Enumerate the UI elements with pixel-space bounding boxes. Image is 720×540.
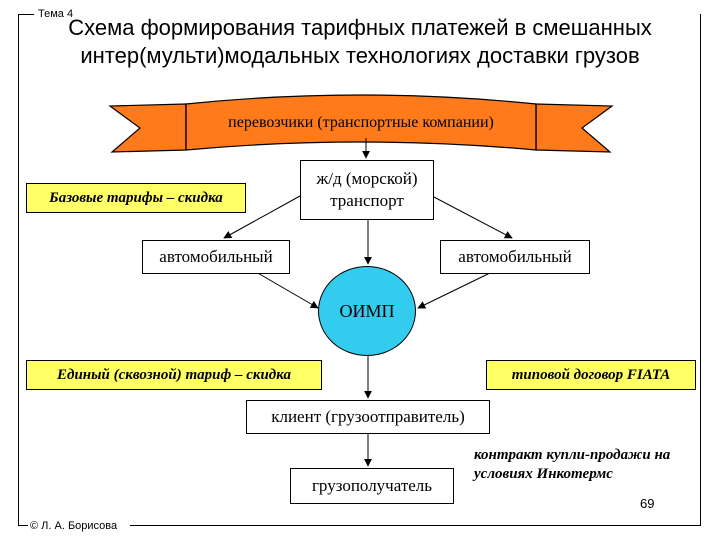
- oimp-circle: ОИМП: [318, 266, 416, 356]
- frame-top-left: [18, 14, 34, 15]
- frame-bottom-left: [18, 525, 28, 526]
- client-box: клиент (грузоотправитель): [246, 400, 490, 434]
- arrow-rail-to-auto-left: [223, 195, 301, 239]
- arrow-auto-right-to-oimp: [417, 271, 493, 309]
- contract-note: контракт купли-продажи на условиях Инкот…: [474, 447, 671, 482]
- page-title: Схема формирования тарифных платежей в с…: [68, 15, 652, 68]
- base-tariffs-box: Базовые тарифы – скидка: [26, 183, 246, 213]
- author-credit: © Л. А. Борисова: [30, 520, 118, 532]
- frame-left: [18, 14, 19, 526]
- single-tariff-box: Единый (сквозной) тариф – скидка: [26, 360, 322, 390]
- arrow-auto-left-to-oimp: [255, 271, 319, 309]
- auto-right-box: автомобильный: [440, 240, 590, 274]
- arrow-rail-to-auto-right: [431, 195, 513, 239]
- rail-sea-transport-box: ж/д (морской) транспорт: [300, 160, 434, 220]
- frame-bottom: [130, 525, 700, 526]
- carriers-banner: перевозчики (транспортные компании): [228, 114, 494, 131]
- frame-right: [700, 14, 701, 526]
- auto-left-box: автомобильный: [142, 240, 290, 274]
- consignee-box: грузополучатель: [290, 468, 454, 504]
- page-number: 69: [640, 496, 655, 511]
- fiata-box: типовой договор FIATA: [486, 360, 696, 390]
- topic-label: Тема 4: [38, 8, 74, 20]
- carriers-banner-ribbon: [108, 94, 614, 153]
